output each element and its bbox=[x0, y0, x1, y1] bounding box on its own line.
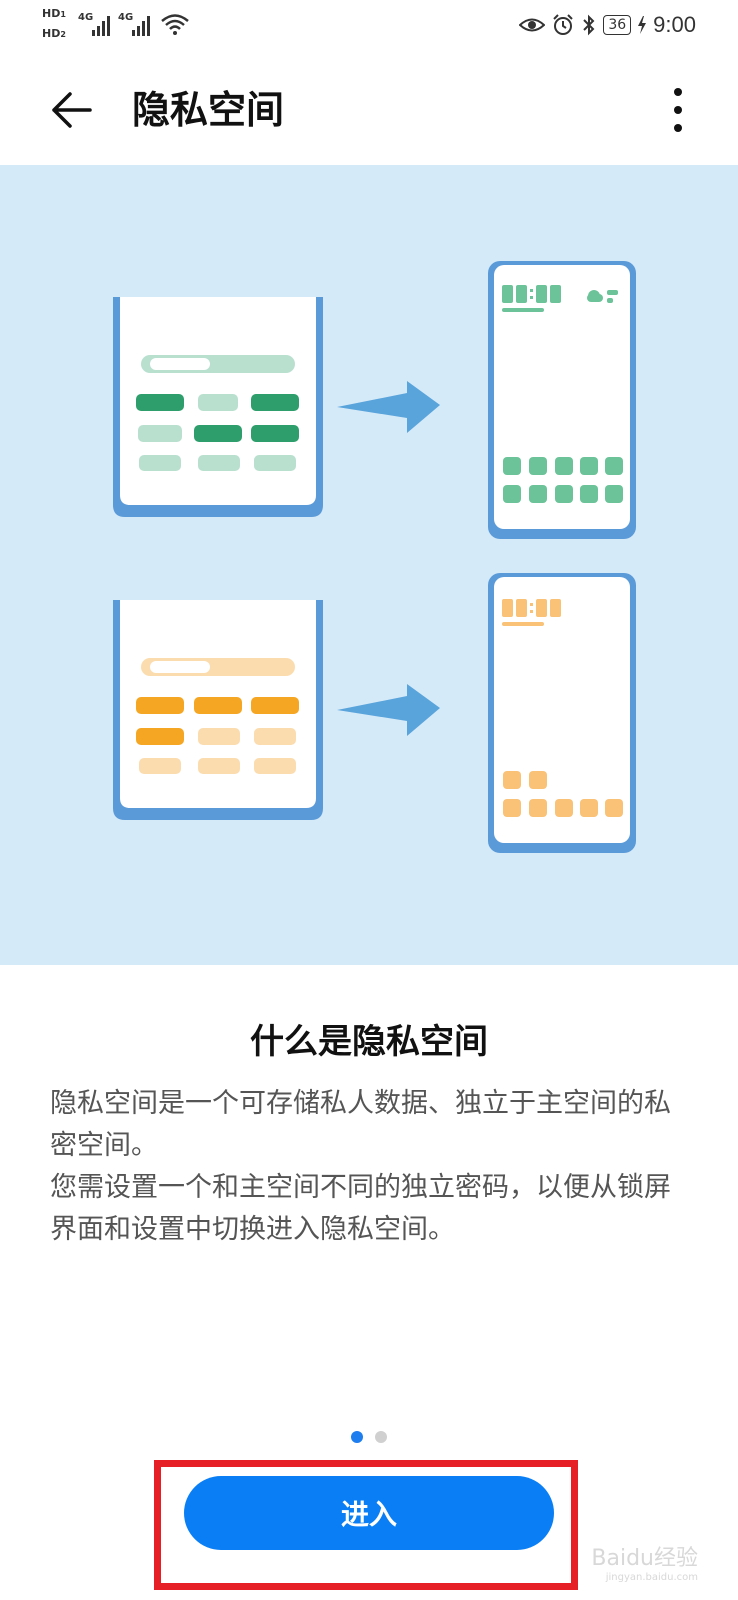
intro-title: 什么是隐私空间 bbox=[250, 1022, 488, 1062]
enter-button-label: 进入 bbox=[340, 1498, 397, 1531]
intro-description: 隐私空间是一个可存储私人数据、独立于主空间的私密空间。 您需设置一个和主空间不同… bbox=[50, 1083, 690, 1251]
status-bar: HD1 HD2 4G 4G bbox=[0, 0, 738, 50]
lockscreen-phone-green bbox=[488, 261, 636, 539]
eye-icon bbox=[519, 18, 546, 32]
more-vert-icon bbox=[674, 88, 682, 132]
signal-2: 4G bbox=[118, 12, 154, 38]
net1-label: 4G bbox=[78, 12, 94, 23]
alarm-icon bbox=[553, 14, 574, 35]
watermark-text: Baidu经验 bbox=[591, 1546, 698, 1571]
illustration-banner bbox=[0, 165, 738, 965]
battery-level: 36 bbox=[603, 15, 632, 35]
intro-paragraph-1: 隐私空间是一个可存储私人数据、独立于主空间的私密空间。 bbox=[50, 1088, 671, 1161]
hd2-badge: HD2 bbox=[42, 28, 66, 41]
intro-paragraph-2: 您需设置一个和主空间不同的独立密码，以便从锁屏界面和设置中切换进入隐私空间。 bbox=[50, 1172, 671, 1245]
clock: 9:00 bbox=[653, 12, 696, 37]
bluetooth-icon bbox=[583, 14, 595, 36]
arrow-right-icon bbox=[337, 684, 440, 736]
enter-button[interactable]: 进入 bbox=[184, 1476, 554, 1550]
status-right: 36 9:00 bbox=[519, 10, 696, 40]
lockscreen-phone-orange bbox=[488, 573, 636, 853]
hd1-sub: 1 bbox=[60, 10, 66, 19]
net2-label: 4G bbox=[118, 12, 134, 23]
hd2-sub: 2 bbox=[60, 30, 66, 39]
signal-icon bbox=[92, 16, 110, 36]
page-title: 隐私空间 bbox=[132, 88, 285, 132]
hd1-label: HD bbox=[42, 7, 61, 20]
settings-phone-green bbox=[113, 297, 323, 517]
arrow-left-icon bbox=[52, 92, 92, 128]
watermark-sub: jingyan.baidu.com bbox=[605, 1572, 698, 1583]
page-dot bbox=[375, 1431, 387, 1443]
settings-phone-orange bbox=[113, 600, 323, 820]
highlight-annotation-box bbox=[154, 1460, 578, 1590]
wifi-icon bbox=[161, 14, 189, 35]
hd2-label: HD bbox=[42, 27, 61, 40]
signal-1: 4G bbox=[78, 12, 114, 38]
arrow-right-icon bbox=[337, 381, 440, 433]
back-button[interactable] bbox=[40, 80, 100, 140]
signal-icon bbox=[132, 16, 150, 36]
charging-icon bbox=[638, 16, 647, 34]
app-bar: 隐私空间 bbox=[0, 60, 738, 156]
private-space-illustration bbox=[113, 261, 636, 853]
page-dot-active bbox=[351, 1431, 363, 1443]
page-indicator bbox=[0, 1430, 738, 1444]
watermark: Baidu经验 jingyan.baidu.com bbox=[591, 1540, 698, 1583]
more-options-button[interactable] bbox=[658, 80, 698, 140]
hd1-badge: HD1 bbox=[42, 8, 66, 21]
